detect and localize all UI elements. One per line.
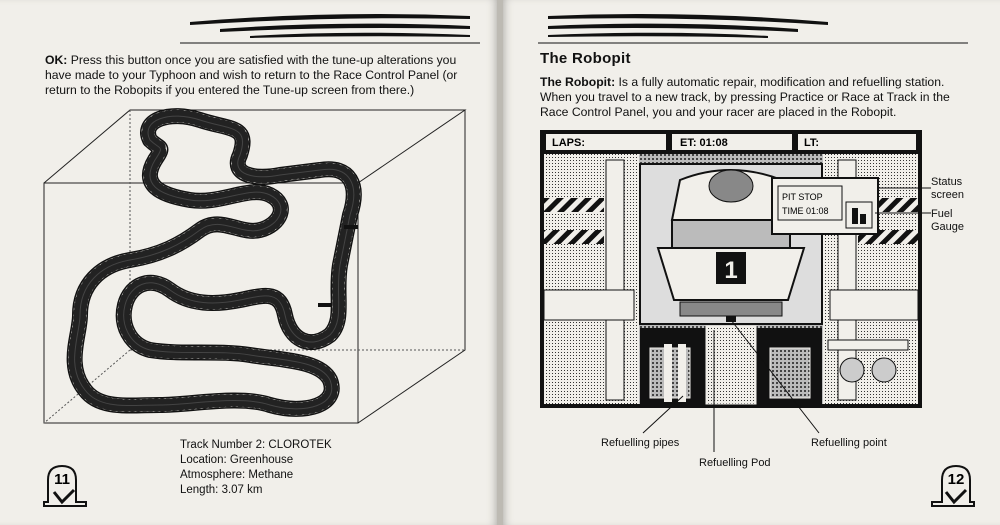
ok-text-line-2: have made to your Typhoon and wish to re… <box>45 68 458 82</box>
page-number-right: 12 <box>948 471 965 488</box>
lap-time-label: LT: <box>804 137 819 149</box>
section-title: The Robopit <box>540 50 631 67</box>
ok-text-line-1: Press this button once you are satisfied… <box>70 53 457 67</box>
robopit-description: The Robopit: Is a fully automatic repair… <box>540 75 980 120</box>
elapsed-time-panel <box>672 134 792 150</box>
track-caption: Track Number 2: CLOROTEK Location: Green… <box>180 438 332 498</box>
robopit-text-line-3: Race Control Panel, you and your racer a… <box>540 105 897 119</box>
status-line-1: PIT STOP <box>782 192 823 202</box>
refuelling-pipes <box>664 344 672 402</box>
cube-top-face <box>43 109 467 184</box>
status-screen-callout: Status screen <box>931 176 964 202</box>
refuelling-point <box>726 316 736 322</box>
refuelling-pod-callout: Refuelling Pod <box>699 457 771 469</box>
track-checkpoint <box>318 303 332 307</box>
track-atmosphere: Atmosphere: Methane <box>180 469 294 481</box>
ok-label: OK: <box>45 53 68 67</box>
status-line-2: TIME 01:08 <box>782 206 829 216</box>
racer-pod: 1 <box>656 169 806 317</box>
track-name: Track Number 2: CLOROTEK <box>180 439 332 451</box>
track-location: Location: Greenhouse <box>180 454 294 466</box>
status-screen-callout-line-2: screen <box>931 189 965 201</box>
header-rule <box>838 42 968 44</box>
fuel-gauge-callout-line-1: Fuel <box>931 208 953 220</box>
callout-lines <box>642 187 931 452</box>
page-number-badge-right: 12 <box>931 464 975 507</box>
book-gutter <box>497 0 503 525</box>
track-start-gate <box>344 225 358 229</box>
lap-time-panel <box>798 134 916 150</box>
laps-panel <box>546 134 666 150</box>
elapsed-time-label: ET: 01:08 <box>680 137 728 149</box>
track-length: Length: 3.07 km <box>180 484 263 496</box>
ok-description: OK: Press this button once you are satis… <box>45 53 475 98</box>
cube-right-face <box>357 110 466 424</box>
robopit-text-line-2: When you travel to a new track, by press… <box>540 90 950 104</box>
status-screen-callout-line-1: Status <box>931 176 963 188</box>
laps-label: LAPS: <box>552 137 585 149</box>
page-number-badge-left: 11 <box>43 464 87 507</box>
fuel-gauge-callout: Fuel Gauge <box>931 208 964 234</box>
page-number-left: 11 <box>54 471 70 488</box>
fuel-gauge <box>845 201 873 229</box>
refuelling-pipes-callout: Refuelling pipes <box>601 437 680 449</box>
refuelling-point-callout: Refuelling point <box>811 437 887 449</box>
header-swoosh <box>180 14 480 44</box>
ok-text-line-3: return to the Robopits if you entered th… <box>45 83 415 97</box>
track-wireframe-illustration <box>43 108 467 424</box>
right-page: The Robopit The Robopit: Is a fully auto… <box>503 0 1000 525</box>
robopit-text-line-1: Is a fully automatic repair, modificatio… <box>618 75 945 89</box>
fuel-gauge-callout-line-2: Gauge <box>931 221 965 233</box>
racer-number: 1 <box>724 257 737 284</box>
header-swoosh-right <box>538 14 838 44</box>
robopit-label: The Robopit: <box>540 75 616 89</box>
track-tube <box>66 108 362 417</box>
left-page: OK: Press this button once you are satis… <box>0 0 497 525</box>
